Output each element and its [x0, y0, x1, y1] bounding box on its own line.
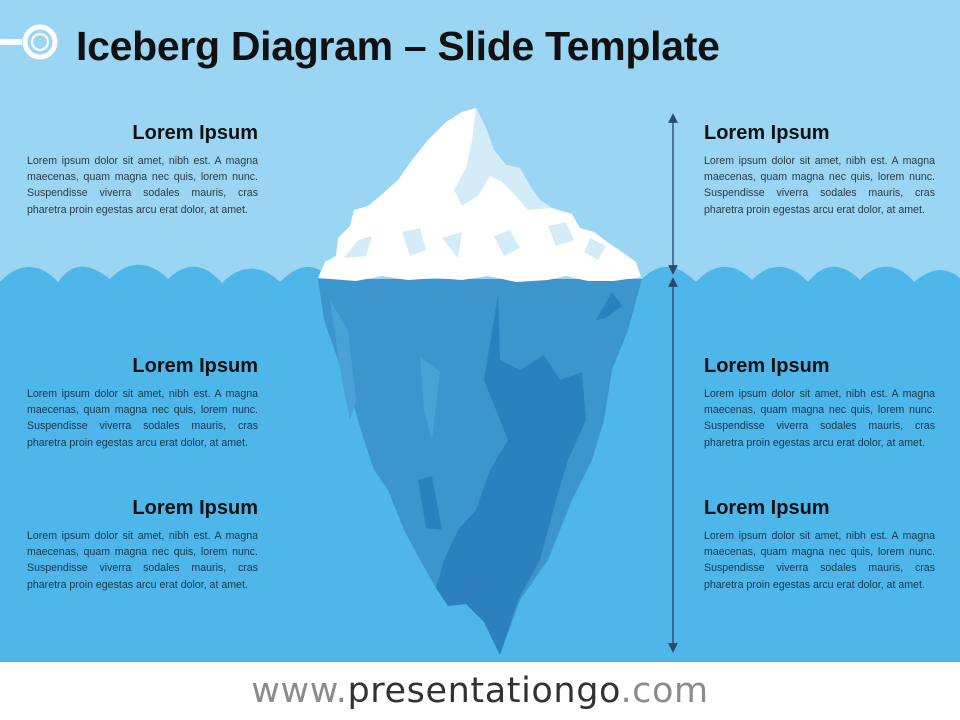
text-block-above-left: Lorem Ipsum Lorem ipsum dolor sit amet, … [27, 120, 258, 218]
iceberg-scene [0, 0, 960, 662]
block-heading: Lorem Ipsum [132, 355, 258, 377]
block-body: Lorem ipsum dolor sit amet, nibh est. A … [704, 388, 935, 449]
block-body: Lorem ipsum dolor sit amet, nibh est. A … [704, 155, 935, 216]
block-body: Lorem ipsum dolor sit amet, nibh est. A … [27, 388, 258, 449]
block-heading: Lorem Ipsum [704, 497, 830, 519]
footer-website[interactable]: www.presentationgo.com [0, 662, 960, 720]
footer-brand: presentationgo [347, 671, 621, 711]
block-heading: Lorem Ipsum [704, 122, 830, 144]
block-body: Lorem ipsum dolor sit amet, nibh est. A … [27, 155, 258, 216]
footer-prefix: www. [251, 671, 348, 711]
iceberg-underwater [318, 279, 642, 655]
text-block-below-right-1: Lorem Ipsum Lorem ipsum dolor sit amet, … [704, 353, 935, 451]
magnifier-logo-icon [0, 24, 58, 60]
iceberg-tip [318, 108, 641, 282]
block-body: Lorem ipsum dolor sit amet, nibh est. A … [704, 530, 935, 591]
text-block-above-right: Lorem Ipsum Lorem ipsum dolor sit amet, … [704, 120, 935, 218]
block-heading: Lorem Ipsum [704, 355, 830, 377]
text-block-below-right-2: Lorem Ipsum Lorem ipsum dolor sit amet, … [704, 495, 935, 593]
slide: Iceberg Diagram – Slide Template Lorem I… [0, 0, 960, 662]
text-block-below-left-1: Lorem Ipsum Lorem ipsum dolor sit amet, … [27, 353, 258, 451]
slide-title: Iceberg Diagram – Slide Template [76, 23, 720, 69]
text-block-below-left-2: Lorem Ipsum Lorem ipsum dolor sit amet, … [27, 495, 258, 593]
block-heading: Lorem Ipsum [132, 497, 258, 519]
footer-suffix: .com [620, 671, 709, 711]
block-body: Lorem ipsum dolor sit amet, nibh est. A … [27, 530, 258, 591]
block-heading: Lorem Ipsum [132, 122, 258, 144]
